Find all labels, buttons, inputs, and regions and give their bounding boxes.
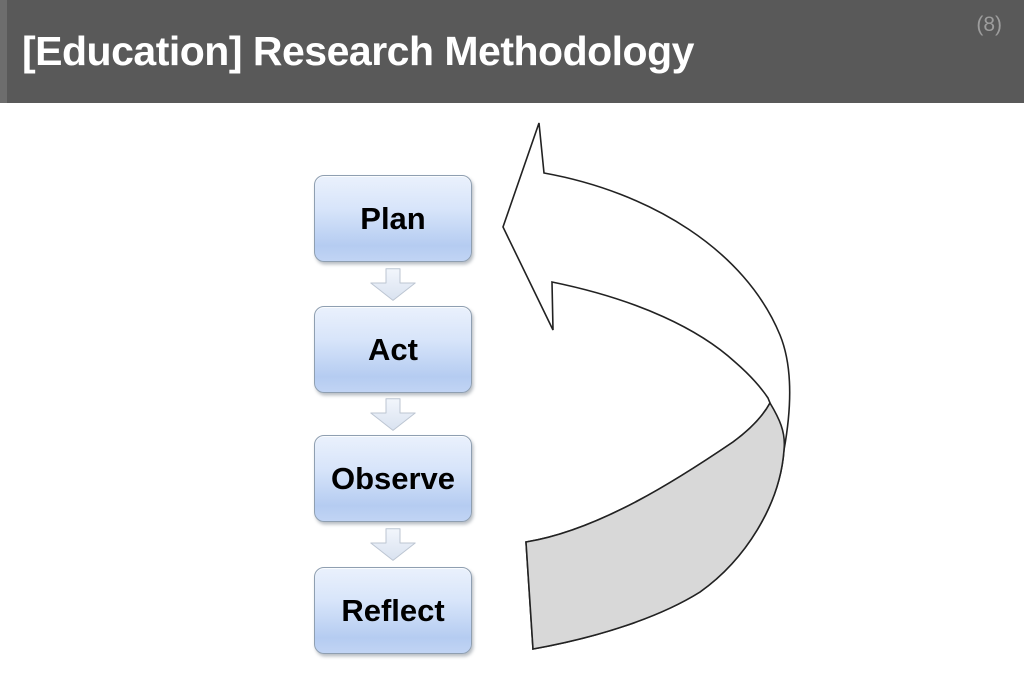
header-left-accent: [0, 0, 7, 103]
step-label-act: Act: [368, 331, 418, 367]
step-label-observe: Observe: [330, 460, 456, 496]
step-label-plan: Plan: [360, 200, 426, 236]
step-label-reflect: Reflect: [341, 592, 445, 628]
cycle-arrow-back-path: [525, 401, 786, 650]
down-arrow-icon: [370, 528, 416, 561]
step-box-act: Act: [314, 306, 472, 393]
page-title: [Education] Research Methodology: [22, 28, 694, 74]
down-arrow-icon: [370, 268, 416, 301]
step-box-reflect: Reflect: [314, 567, 472, 654]
cycle-arrow-front-path: [502, 122, 791, 650]
page-number: (8): [976, 13, 1002, 36]
step-box-observe: Observe: [314, 435, 472, 522]
step-box-plan: Plan: [314, 175, 472, 262]
header-bar: [Education] Research Methodology (8): [0, 0, 1024, 103]
down-arrow-icon: [370, 398, 416, 431]
steps-column: Plan Act Observe Reflect: [314, 175, 472, 655]
